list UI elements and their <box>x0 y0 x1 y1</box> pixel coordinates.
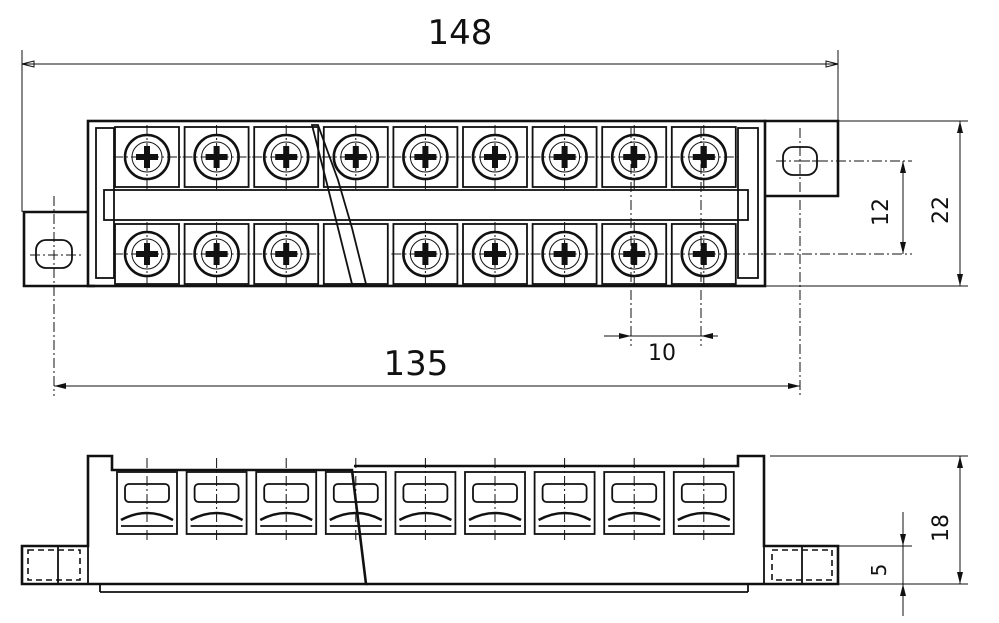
side-terminal-cells <box>116 458 735 540</box>
phillips-screw-icon <box>600 125 669 189</box>
phillips-screw-icon <box>530 222 599 286</box>
left-end-barrier <box>95 127 115 279</box>
phillips-screw-icon <box>669 125 738 189</box>
phillips-screw-icon <box>391 125 460 189</box>
terminal-screws <box>113 125 738 286</box>
terminal-cell <box>322 223 389 285</box>
side-view <box>20 454 840 593</box>
dim-label-148: 148 <box>428 13 493 53</box>
right-mounting-tab <box>764 119 840 198</box>
side-terminal-pocket <box>672 458 735 540</box>
dim-label-22: 22 <box>929 196 954 224</box>
side-terminal-pocket <box>603 458 666 540</box>
side-terminal-pocket <box>255 458 318 540</box>
phillips-screw-icon <box>321 125 390 189</box>
side-view-dimensions: 18 5 <box>770 455 968 616</box>
break-line <box>310 124 368 285</box>
center-channel <box>103 189 749 221</box>
side-terminal-pocket <box>116 458 178 540</box>
phillips-screw-icon <box>113 222 181 286</box>
phillips-screw-icon <box>391 222 460 286</box>
side-terminal-pocket <box>185 458 248 540</box>
side-terminal-pocket <box>533 458 596 540</box>
phillips-screw-icon <box>530 125 599 189</box>
phillips-screw-icon <box>252 222 321 286</box>
top-view <box>22 119 840 288</box>
phillips-screw-icon <box>182 125 251 189</box>
right-end-barrier <box>737 127 759 279</box>
phillips-screw-icon <box>669 222 738 286</box>
phillips-screw-icon <box>461 125 529 189</box>
side-terminal-pocket <box>324 458 387 540</box>
phillips-screw-icon <box>182 222 251 286</box>
top-view-dimensions: 148 135 10 12 22 <box>21 13 968 396</box>
side-terminal-pocket <box>464 458 526 540</box>
dim-label-10: 10 <box>648 341 676 366</box>
dim-label-18: 18 <box>929 514 954 542</box>
block-body-outline <box>86 119 767 288</box>
left-mounting-tab <box>22 210 95 288</box>
phillips-screw-icon <box>600 222 669 286</box>
dim-label-5: 5 <box>867 564 891 577</box>
side-view-outline-right <box>354 454 840 586</box>
side-terminal-pocket <box>394 458 457 540</box>
phillips-screw-icon <box>113 125 181 189</box>
dim-label-135: 135 <box>384 344 449 384</box>
phillips-screw-icon <box>461 222 529 286</box>
phillips-screw-icon <box>252 125 321 189</box>
dim-label-12: 12 <box>869 198 894 226</box>
side-view-outline <box>20 454 368 586</box>
